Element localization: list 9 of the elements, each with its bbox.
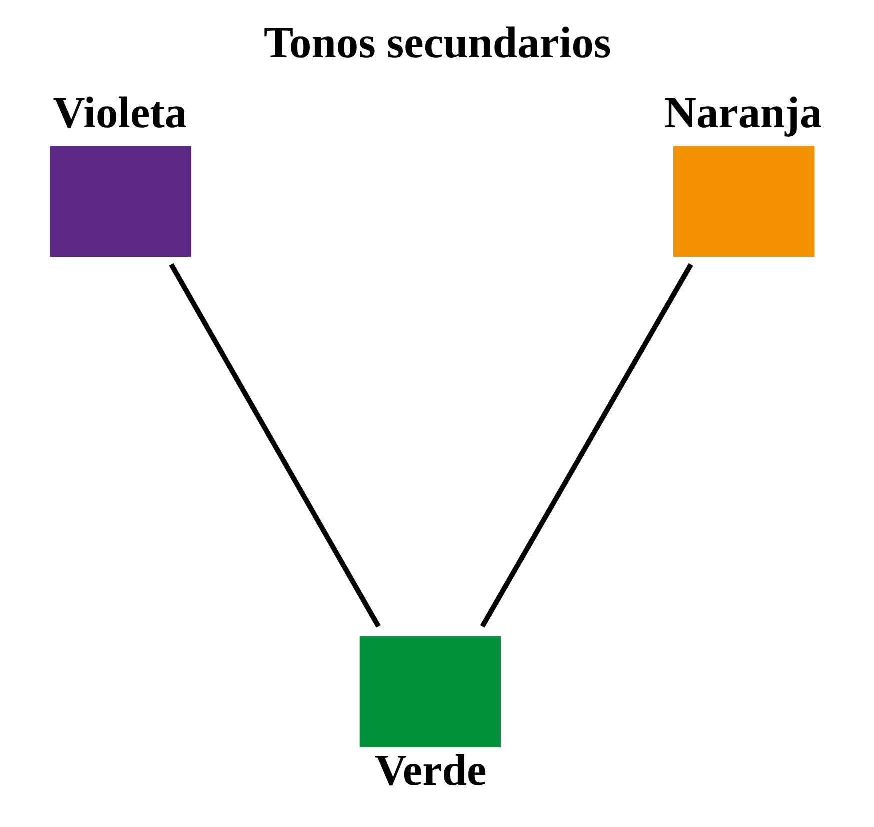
node-label: Verde bbox=[374, 744, 486, 795]
node-label: Naranja bbox=[664, 87, 822, 138]
node-box bbox=[673, 146, 814, 258]
node-box bbox=[359, 636, 501, 748]
connector bbox=[168, 263, 380, 628]
node-box bbox=[50, 146, 191, 258]
connector bbox=[480, 263, 693, 628]
diagram-title: Tonos secundarios bbox=[264, 18, 611, 68]
node-label: Violeta bbox=[52, 87, 187, 138]
